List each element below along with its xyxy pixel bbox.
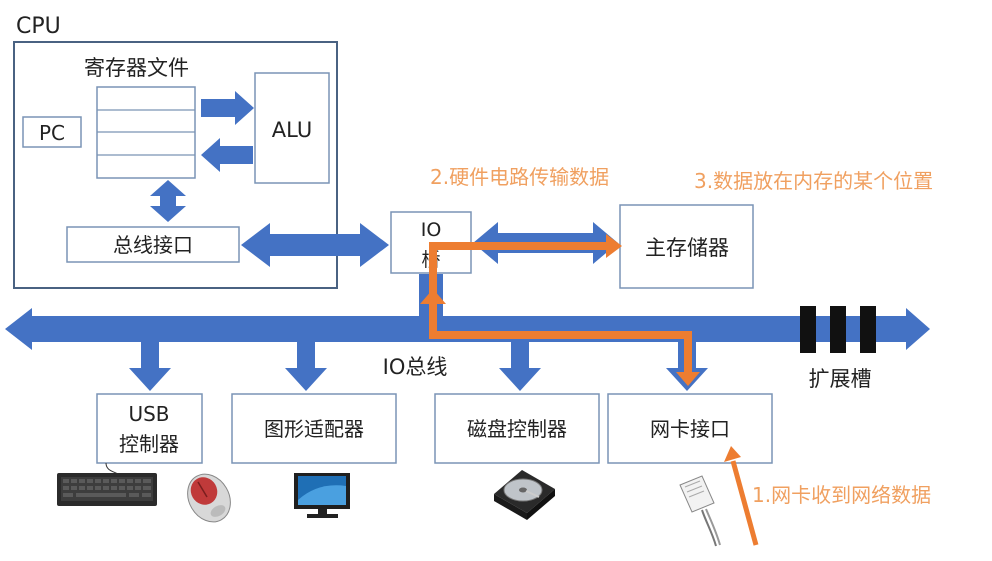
alu-to-reg-arrow [201,138,253,172]
io-bridge-label-top: IO [421,219,442,241]
io-bus [5,308,930,350]
graphics-adapter-box [231,393,397,464]
data-path-arrowhead-nic [676,372,700,386]
data-path-arrowhead-memory [606,234,622,258]
data-path-arrowhead-bridge [420,289,446,304]
network-cable-icon [679,475,721,547]
expansion-slots-label: 扩展槽 [809,367,872,391]
expansion-slots [800,306,876,353]
annotation-step3: 3.数据放在内存的某个位置 [694,169,933,193]
monitor-icon [294,473,350,518]
usb-controller-box [96,393,203,464]
system-bus-arrow [241,223,389,267]
disk-controller-label: 磁盘控制器 [467,417,567,441]
network-input-arrow [730,460,759,546]
nic-label: 网卡接口 [650,417,730,441]
pc-box [22,116,82,148]
pc-label: PC [39,121,65,145]
graphics-drop-arrow [285,342,327,391]
usb-controller-label-line1: USB [128,402,169,426]
keyboard-icon [57,462,157,506]
nic-box [607,393,773,464]
disk-controller-box [434,393,600,464]
alu-label: ALU [272,118,312,142]
reg-to-alu-arrow [201,91,254,125]
reg-bus-interface-arrow [150,180,186,222]
alu-box [254,72,330,184]
register-file-label: 寄存器文件 [84,56,189,80]
hard-disk-icon [494,470,555,520]
data-path [429,242,692,374]
disk-drop-arrow [499,342,541,391]
register-file [96,86,196,179]
bus-interface-box [66,226,240,263]
annotation-step2: 2.硬件电路传输数据 [430,165,609,189]
bus-interface-label: 总线接口 [113,233,193,257]
usb-drop-arrow [129,342,171,391]
annotation-step1: 1.网卡收到网络数据 [752,483,931,507]
io-bus-label: IO总线 [383,355,448,379]
network-input-arrowhead [724,446,741,462]
cpu-label: CPU [16,14,61,39]
usb-controller-label-line2: 控制器 [119,432,179,456]
main-memory-label: 主存储器 [645,236,729,260]
mouse-icon [187,473,231,523]
graphics-adapter-label: 图形适配器 [264,417,364,441]
